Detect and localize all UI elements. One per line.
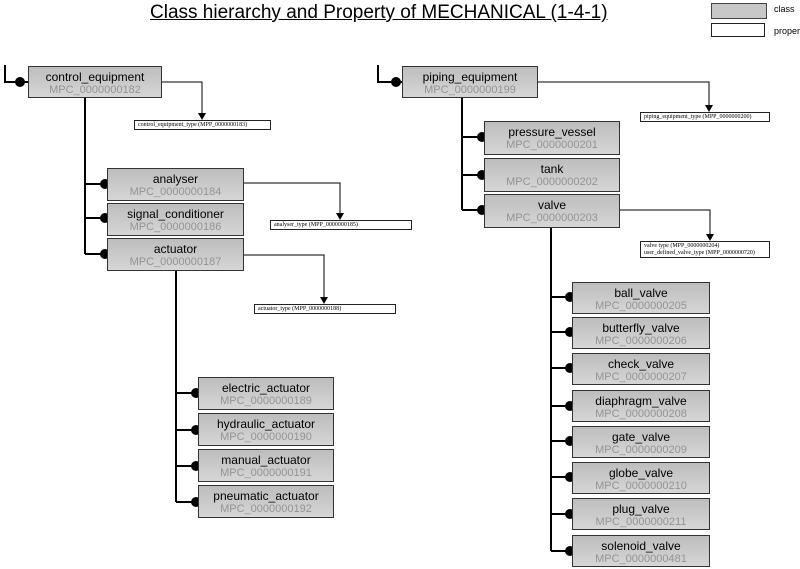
legend-property-swatch (711, 23, 765, 37)
class-node-globe-valve[interactable]: globe_valve MPC_0000000210 (572, 462, 710, 494)
class-node-hydraulic-actuator[interactable]: hydraulic_actuator MPC_0000000190 (198, 413, 334, 446)
class-name: globe_valve (608, 466, 674, 480)
class-node-signal-conditioner[interactable]: signal_conditioner MPC_0000000186 (107, 203, 244, 236)
class-node-piping-equipment[interactable]: piping_equipment MPC_0000000199 (402, 66, 538, 98)
legend-class-swatch (711, 3, 767, 19)
class-name: electric_actuator (221, 381, 311, 395)
diagram-title: Class hierarchy and Property of MECHANIC… (150, 2, 608, 23)
class-node-manual-actuator[interactable]: manual_actuator MPC_0000000191 (198, 449, 334, 482)
class-code: MPC_0000000192 (220, 503, 312, 515)
class-node-solenoid-valve[interactable]: solenoid_valve MPC_0000000481 (572, 535, 710, 567)
class-code: MPC_0000000211 (595, 516, 687, 528)
class-name: control_equipment (45, 70, 145, 84)
class-name: tank (540, 162, 564, 176)
class-code: MPC_0000000481 (595, 553, 687, 565)
class-code: MPC_0000000187 (129, 256, 222, 268)
class-code: MPC_0000000189 (220, 395, 312, 407)
class-code: MPC_0000000182 (49, 84, 141, 96)
class-node-electric-actuator[interactable]: electric_actuator MPC_0000000189 (198, 377, 334, 410)
class-name: pressure_vessel (508, 125, 596, 139)
class-name: signal_conditioner (127, 207, 224, 221)
class-node-butterfly-valve[interactable]: butterfly_valve MPC_0000000206 (572, 317, 710, 349)
class-code: MPC_0000000205 (595, 300, 687, 312)
class-node-pneumatic-actuator[interactable]: pneumatic_actuator MPC_0000000192 (198, 485, 334, 518)
class-name: ball_valve (614, 286, 668, 300)
legend-class-label: class (774, 4, 795, 14)
class-node-ball-valve[interactable]: ball_valve MPC_0000000205 (572, 282, 710, 314)
property-valve-type: valve type (MPP_0000000204) (644, 243, 720, 249)
class-name: gate_valve (611, 430, 671, 444)
property-piping-equipment-type: piping_equipment_type (MPP_0000000200) (640, 112, 770, 122)
legend-property-label: property (774, 26, 800, 36)
class-name: solenoid_valve (601, 539, 681, 553)
class-node-check-valve[interactable]: check_valve MPC_0000000207 (572, 353, 710, 385)
class-name: pneumatic_actuator (213, 489, 319, 503)
class-node-plug-valve[interactable]: plug_valve MPC_0000000211 (572, 498, 710, 530)
class-node-pressure-vessel[interactable]: pressure_vessel MPC_0000000201 (484, 121, 620, 155)
class-name: check_valve (607, 357, 675, 371)
class-node-diaphragm-valve[interactable]: diaphragm_valve MPC_0000000208 (572, 390, 710, 422)
class-code: MPC_0000000191 (220, 467, 312, 479)
class-code: MPC_0000000203 (506, 212, 598, 224)
class-code: MPC_0000000201 (506, 139, 598, 151)
property-control-equipment-type: control_equipment_type (MPP_0000000183) (134, 120, 271, 130)
class-code: MPC_0000000202 (506, 176, 598, 188)
class-node-control-equipment[interactable]: control_equipment MPC_0000000182 (28, 66, 162, 98)
class-node-tank[interactable]: tank MPC_0000000202 (484, 158, 620, 192)
class-name: butterfly_valve (602, 321, 680, 335)
class-node-analyser[interactable]: analyser MPC_0000000184 (107, 168, 244, 201)
class-code: MPC_0000000190 (220, 431, 312, 443)
class-code: MPC_0000000199 (424, 84, 516, 96)
class-node-valve[interactable]: valve MPC_0000000203 (484, 194, 620, 228)
class-name: analyser (152, 172, 199, 186)
property-user-defined-valve-type: user_defined_valve_type (MPP_0000000720) (644, 250, 755, 256)
class-node-actuator[interactable]: actuator MPC_0000000187 (107, 238, 244, 271)
property-valve-types: valve type (MPP_0000000204) user_defined… (640, 241, 770, 258)
class-code: MPC_0000000210 (595, 480, 687, 492)
class-code: MPC_0000000209 (595, 444, 687, 456)
class-name: actuator (153, 242, 198, 256)
property-actuator-type: actuator_type (MPP_0000000188) (254, 304, 396, 314)
class-name: manual_actuator (221, 453, 311, 467)
class-node-gate-valve[interactable]: gate_valve MPC_0000000209 (572, 426, 710, 458)
class-name: diaphragm_valve (595, 394, 687, 408)
class-code: MPC_0000000184 (129, 186, 222, 198)
class-code: MPC_0000000207 (595, 371, 687, 383)
class-code: MPC_0000000186 (129, 221, 222, 233)
class-code: MPC_0000000206 (595, 335, 687, 347)
class-name: plug_valve (612, 502, 670, 516)
class-name: valve (537, 198, 566, 212)
class-name: piping_equipment (422, 70, 518, 84)
property-analyser-type: analyser_type (MPP_0000000185) (270, 220, 412, 230)
class-code: MPC_0000000208 (595, 408, 687, 420)
class-name: hydraulic_actuator (216, 417, 316, 431)
